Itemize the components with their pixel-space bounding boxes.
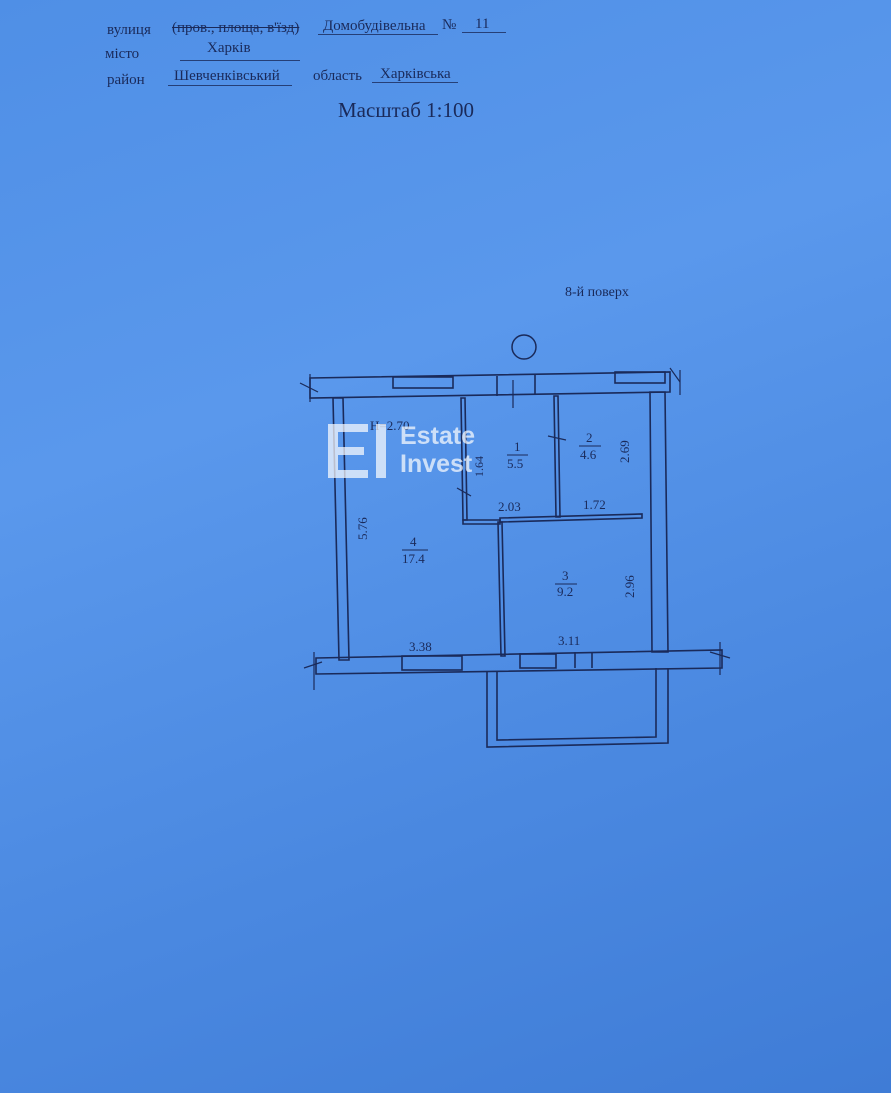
watermark-logo: Estate Invest	[328, 424, 498, 478]
region-value: Харківська	[380, 66, 451, 82]
room-1-number: 1	[514, 439, 521, 454]
room-3-number: 3	[562, 568, 569, 583]
dimension-1-64: 1.64	[472, 456, 486, 477]
building-number: 11	[475, 16, 490, 32]
room-4-number: 4	[410, 534, 417, 549]
region-label: область	[313, 68, 362, 84]
room-2-number: 2	[586, 430, 593, 445]
district-value: Шевченківський	[174, 68, 280, 84]
dimension-2-96: 2.96	[622, 575, 637, 598]
street-underline	[318, 34, 438, 35]
city-label: місто	[105, 46, 140, 62]
city-underline	[180, 60, 300, 61]
watermark-line2: Invest	[400, 450, 473, 478]
street-label: вулиця	[107, 22, 151, 38]
street-name: Домобудівельна	[323, 18, 426, 34]
number-sign: №	[442, 17, 457, 33]
plan-walls	[309, 371, 723, 748]
dimension-2-69: 2.69	[617, 440, 632, 463]
orientation-circle	[511, 334, 537, 360]
dimension-3-11: 3.11	[558, 633, 580, 648]
room-1-area: 5.5	[507, 456, 523, 471]
dimension-1-72: 1.72	[583, 497, 606, 512]
watermark-line1: Estate	[400, 422, 476, 450]
city-value: Харків	[207, 40, 251, 56]
dimension-3-38: 3.38	[409, 639, 432, 654]
dimension-2-03: 2.03	[498, 499, 521, 514]
street-type-text: (пров., площа, в'їзд)	[172, 20, 300, 36]
floor-label: 8-й поверх	[565, 285, 629, 300]
district-label: район	[107, 72, 145, 88]
region-underline	[372, 82, 458, 83]
scale-title: Масштаб 1:100	[338, 98, 475, 122]
room-3-area: 9.2	[557, 584, 573, 599]
room-4-area: 17.4	[402, 551, 425, 566]
district-underline	[168, 85, 292, 86]
number-underline	[462, 32, 506, 33]
dimension-ticks	[299, 367, 731, 690]
room-2-area: 4.6	[580, 447, 597, 462]
logo-mark-icon	[328, 424, 386, 478]
dimension-5-76: 5.76	[355, 517, 370, 540]
